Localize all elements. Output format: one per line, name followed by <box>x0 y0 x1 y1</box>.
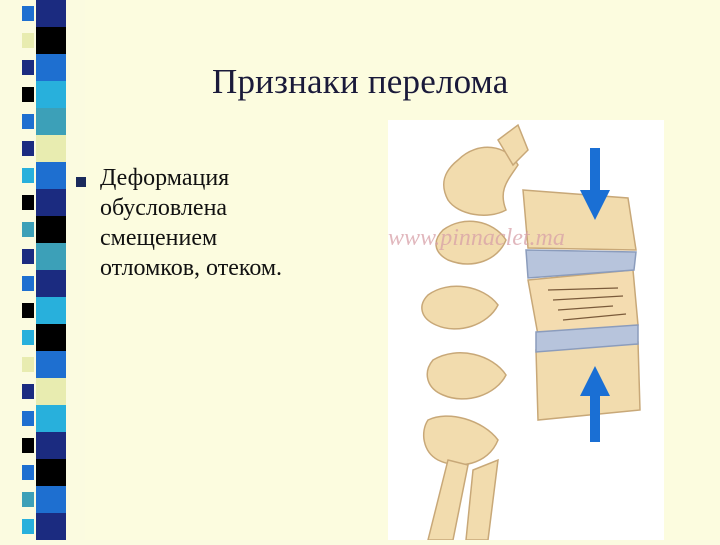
stripe-segment <box>36 162 66 189</box>
stripe-segment <box>36 351 66 378</box>
bullet-line-4: отломков, отеком. <box>100 255 283 281</box>
stripe-segment <box>36 189 66 216</box>
stripe-segment <box>36 513 66 540</box>
stripe-segment <box>36 486 66 513</box>
stripe-segment <box>22 492 34 507</box>
stripe-segment <box>36 0 66 27</box>
stripe-segment <box>22 519 34 534</box>
stripe-segment <box>22 438 34 453</box>
bullet-line-3: смещением <box>100 225 218 251</box>
watermark-text: www.pinnaclet.ma <box>388 225 565 251</box>
stripe-segment <box>22 60 34 75</box>
spine-illustration-svg: www.pinnaclet.ma <box>388 123 641 541</box>
stripe-segment <box>36 54 66 81</box>
stripe-segment <box>36 297 66 324</box>
stripe-segment <box>36 432 66 459</box>
stripe-segment <box>36 405 66 432</box>
stripe-segment <box>36 270 66 297</box>
stripe-segment <box>22 168 34 183</box>
stripe-segment <box>22 411 34 426</box>
slide-title: Признаки перелома <box>212 62 509 101</box>
stripe-segment <box>36 135 66 162</box>
stripe-segment <box>36 243 66 270</box>
stripe-segment <box>36 459 66 486</box>
bullet-line-1: Деформация <box>100 165 230 191</box>
stripe-segment <box>36 27 66 54</box>
bullet-square-icon <box>76 177 86 187</box>
stripe-segment <box>22 87 34 102</box>
stripe-segment <box>22 465 34 480</box>
stripe-segment <box>22 33 34 48</box>
stripe-segment <box>22 330 34 345</box>
stripe-segment <box>22 141 34 156</box>
stripe-segment <box>36 108 66 135</box>
stripe-segment <box>36 216 66 243</box>
stripe-segment <box>22 384 34 399</box>
stripe-segment <box>36 378 66 405</box>
bullet-text: Деформация обусловлена смещением отломко… <box>100 163 282 283</box>
decorative-stripe-bar <box>0 0 85 540</box>
stripe-segment <box>22 303 34 318</box>
bullet-line-2: обусловлена <box>100 195 228 221</box>
stripe-segment <box>22 114 34 129</box>
stripe-segment <box>22 195 34 210</box>
stripe-segment <box>22 357 34 372</box>
stripe-segment <box>22 6 34 21</box>
stripe-segment <box>22 222 34 237</box>
stripe-segment <box>22 276 34 291</box>
stripe-segment <box>36 324 66 351</box>
stripe-segment <box>22 249 34 264</box>
stripe-segment <box>36 81 66 108</box>
vertebra-fracture-illustration: www.pinnaclet.ma <box>388 120 664 541</box>
